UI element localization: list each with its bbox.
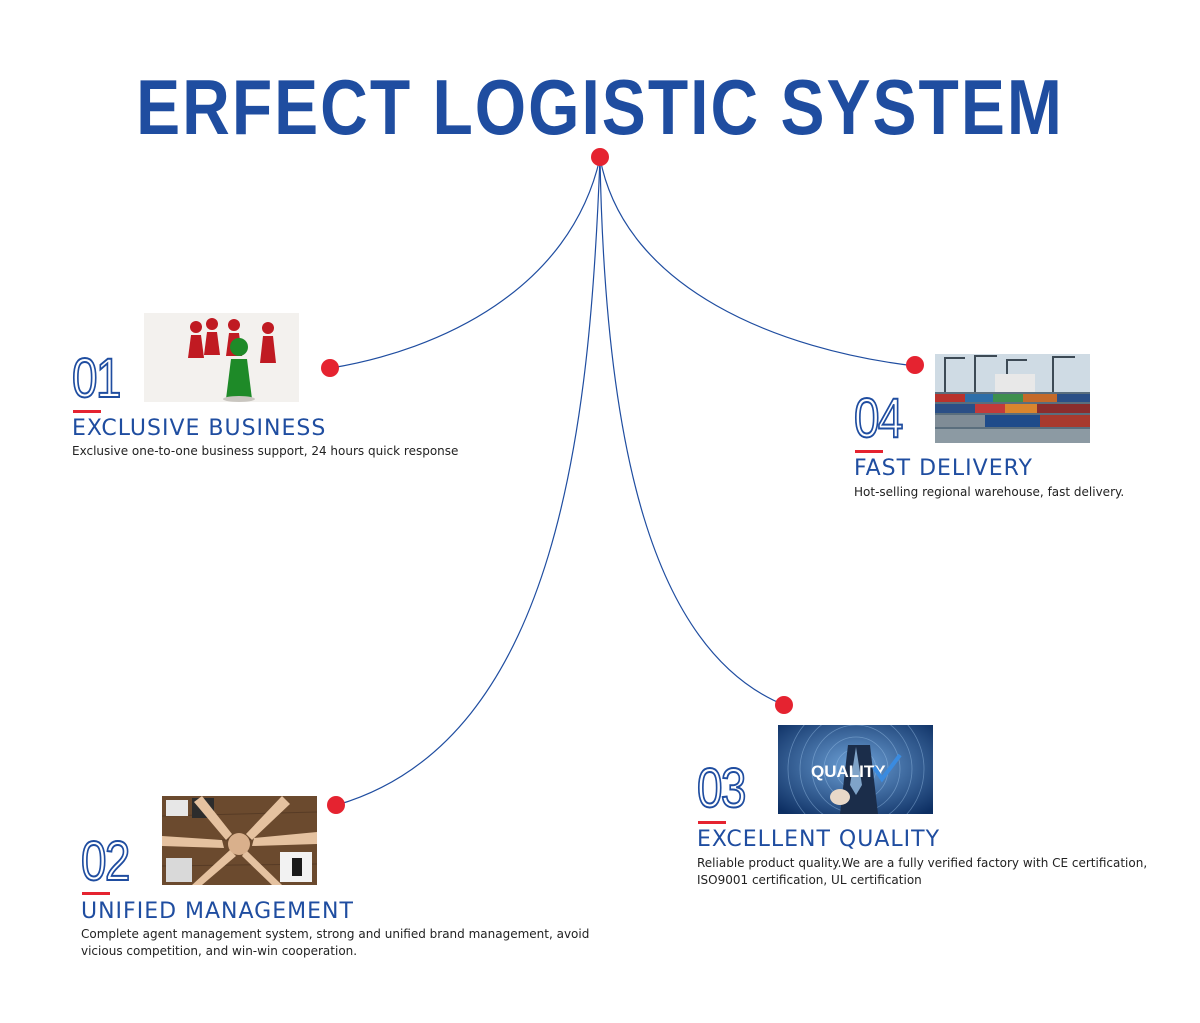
connector-line-04 bbox=[599, 157, 916, 367]
hub-dot bbox=[591, 148, 609, 166]
connector-line-01 bbox=[330, 157, 601, 369]
connector-line-03 bbox=[599, 157, 785, 706]
page-title: ERFECT LOGISTIC SYSTEM bbox=[136, 63, 1064, 151]
item-description-02: Complete agent management system, strong… bbox=[81, 927, 590, 958]
item-description-04: Hot-selling regional warehouse, fast del… bbox=[854, 485, 1125, 499]
team-fist-bump-photo bbox=[162, 796, 317, 885]
item-number-02: 02 bbox=[80, 829, 131, 892]
container-port-photo bbox=[935, 354, 1090, 443]
node-dot-01 bbox=[321, 359, 339, 377]
item-accent-bar-01 bbox=[73, 410, 101, 413]
node-dot-04 bbox=[906, 356, 924, 374]
quality-check-photo: QUALITY bbox=[778, 725, 933, 814]
item-number-03: 03 bbox=[696, 756, 747, 819]
connector-line-02 bbox=[336, 157, 601, 806]
item-description-03: Reliable product quality.We are a fully … bbox=[697, 856, 1148, 887]
item-heading-02: UNIFIED MANAGEMENT bbox=[81, 899, 354, 924]
item-heading-04: FAST DELIVERY bbox=[854, 456, 1033, 481]
item-heading-01: EXCLUSIVE BUSINESS bbox=[72, 416, 327, 441]
quality-badge-text: QUALITY bbox=[811, 762, 886, 781]
item-number-01: 01 bbox=[71, 346, 122, 409]
item-description-01: Exclusive one-to-one business support, 2… bbox=[72, 444, 459, 458]
item-heading-03: EXCELLENT QUALITY bbox=[697, 827, 941, 852]
item-accent-bar-02 bbox=[82, 892, 110, 895]
item-accent-bar-04 bbox=[855, 450, 883, 453]
node-dot-03 bbox=[775, 696, 793, 714]
node-dot-02 bbox=[327, 796, 345, 814]
red-pawns-green-pawn-photo bbox=[144, 313, 299, 402]
item-number-04: 04 bbox=[853, 386, 904, 449]
item-accent-bar-03 bbox=[698, 821, 726, 824]
